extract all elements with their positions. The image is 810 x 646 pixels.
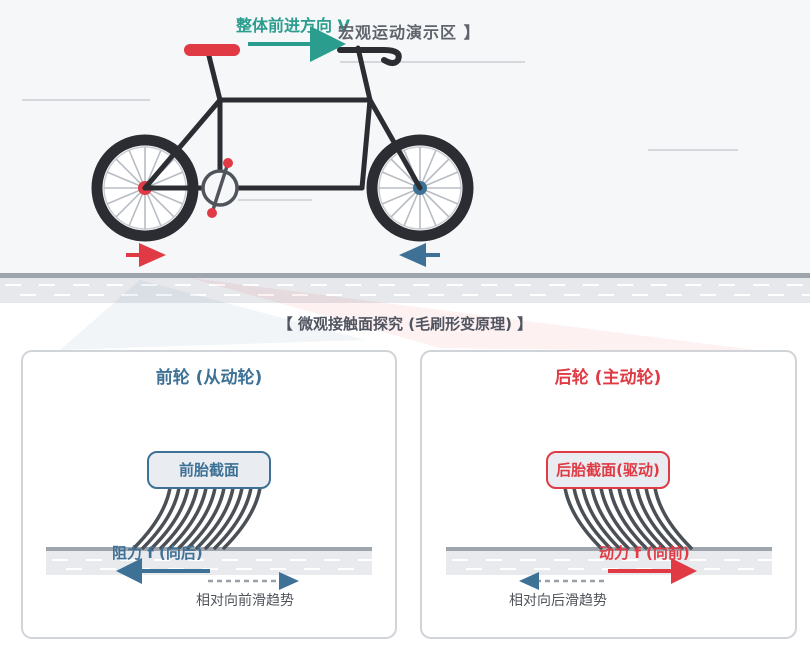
front-friction-label: 阻力 f (向后)	[112, 544, 203, 562]
front-slide-tendency-label: 相对向前滑趋势	[196, 592, 294, 609]
rear-wheel-force-arrow	[126, 243, 166, 267]
rear-slide-tendency-label: 相对向后滑趋势	[509, 592, 607, 609]
speed-lines	[22, 61, 738, 201]
pedal-lower	[207, 208, 217, 218]
rear-tire-label: 后胎截面(驱动)	[556, 461, 660, 479]
front-contact-beam	[60, 280, 365, 350]
front-tire-section	[147, 451, 271, 489]
rear-wheel-panel: 后轮 (主动轮) 后胎截面(驱动)	[420, 350, 797, 639]
bicycle	[91, 44, 474, 242]
rear-driving-force-arrow	[608, 558, 697, 584]
bike-saddle	[184, 44, 240, 56]
front-tire-label: 前胎截面	[179, 461, 239, 479]
front-tire-bristles	[132, 486, 262, 550]
front-friction-arrow	[116, 558, 210, 584]
front-wheel-force-arrow	[399, 243, 440, 267]
front-slide-tendency-arrow	[208, 572, 299, 590]
micro-zone-title: 【 微观接触面探究 (毛刷形变原理) 】	[278, 315, 532, 333]
forward-direction-arrow	[248, 26, 346, 62]
rear-tire-bristles	[563, 486, 693, 550]
crank-set	[201, 158, 239, 218]
rear-panel-title: 后轮 (主动轮)	[555, 367, 661, 388]
ground-strip	[0, 273, 810, 303]
macro-zone-title: 宏观运动演示区 】	[338, 23, 481, 42]
rear-contact-beam	[190, 278, 770, 352]
direction-label: 整体前进方向 V	[235, 16, 351, 35]
rear-driving-force-label: 动力 f (向前)	[599, 544, 690, 562]
bike-handlebar	[337, 47, 402, 66]
pedal-upper	[223, 158, 233, 168]
front-panel-title: 前轮 (从动轮)	[156, 367, 262, 388]
front-wheel-panel: 前轮 (从动轮) 前胎截面 阻力	[21, 350, 397, 639]
rear-tire-section	[546, 451, 670, 489]
rear-slide-tendency-arrow	[519, 572, 608, 590]
